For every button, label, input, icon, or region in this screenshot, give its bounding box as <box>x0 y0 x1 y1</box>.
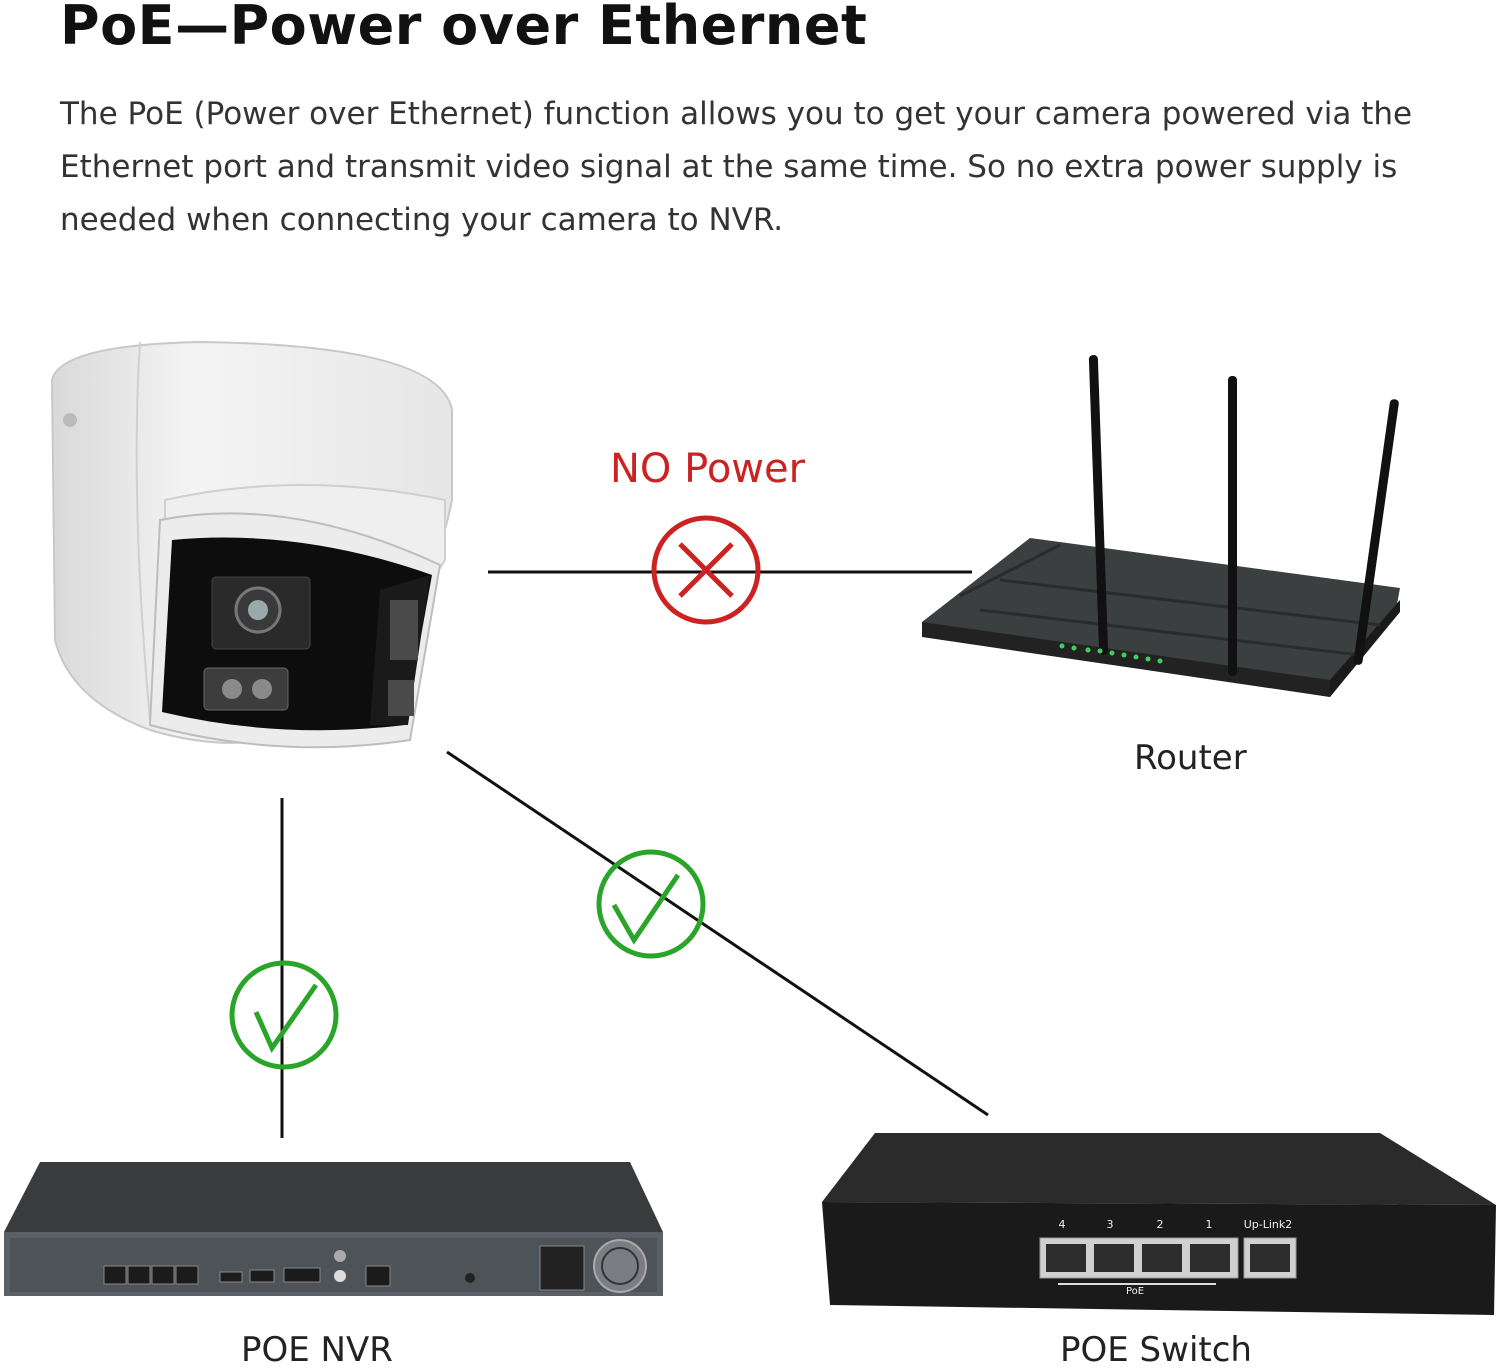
port-label: Up-Link2 <box>1244 1218 1293 1231</box>
switch-connection-line <box>446 750 989 1117</box>
router-icon <box>922 355 1400 697</box>
dome-camera-icon <box>50 340 453 749</box>
description: The PoE (Power over Ethernet) function a… <box>60 96 1413 238</box>
poe-switch-icon: 4 3 2 1 Up-Link2 PoE <box>822 1133 1496 1315</box>
poe-port-label: PoE <box>1126 1286 1144 1297</box>
no-power-label: NO Power <box>610 446 806 492</box>
nvr-label: POE NVR <box>241 1330 393 1370</box>
port-label: 4 <box>1059 1218 1066 1231</box>
port-label: 1 <box>1206 1218 1213 1231</box>
router-label: Router <box>1134 738 1247 778</box>
check-icon <box>229 960 339 1070</box>
switch-label: POE Switch <box>1060 1330 1252 1370</box>
check-icon <box>596 849 706 959</box>
port-label: 2 <box>1157 1218 1164 1231</box>
page-title: PoE—Power over Ethernet <box>60 0 868 57</box>
cross-icon <box>651 515 761 625</box>
port-label: 3 <box>1107 1218 1114 1231</box>
nvr-icon <box>4 1162 663 1296</box>
